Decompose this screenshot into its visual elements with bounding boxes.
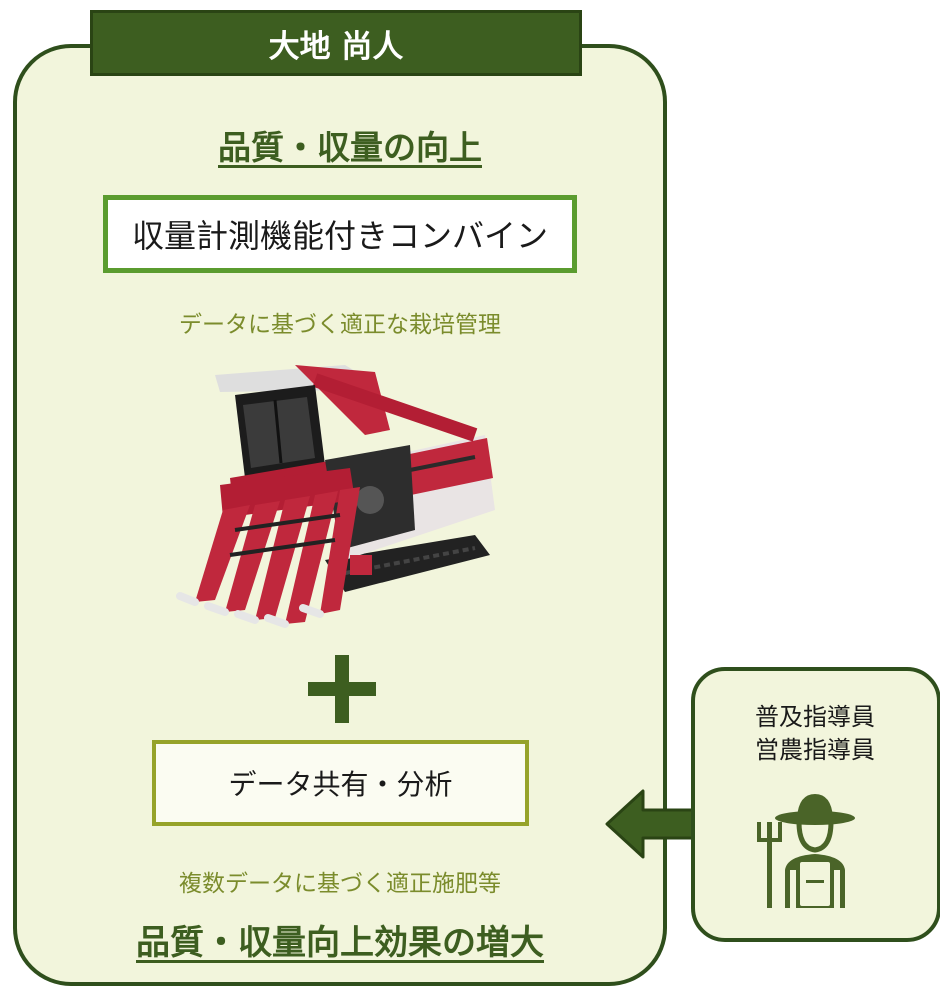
advisor-label-extension: 普及指導員 (755, 703, 875, 731)
heading-effect-increase: 品質・収量向上効果の増大 (136, 923, 544, 963)
advisor-label-farming: 営農指導員 (755, 736, 875, 764)
combine-harvester-image (176, 365, 495, 628)
combine-caption: データに基づく適正な栽培管理 (179, 312, 501, 338)
data-sharing-caption: 複数データに基づく適正施肥等 (179, 871, 501, 897)
combine-label: 収量計測機能付きコンバイン (131, 217, 548, 255)
farmer-icon (757, 794, 855, 908)
data-sharing-box: データ共有・分析 (152, 740, 529, 826)
plus-icon (308, 655, 376, 723)
data-sharing-label: データ共有・分析 (228, 768, 453, 801)
heading-quality-yield-improvement: 品質・収量の向上 (218, 128, 482, 167)
combine-label-box: 収量計測機能付きコンバイン (103, 195, 577, 273)
person-name-banner: 大地 尚人 (90, 10, 582, 76)
